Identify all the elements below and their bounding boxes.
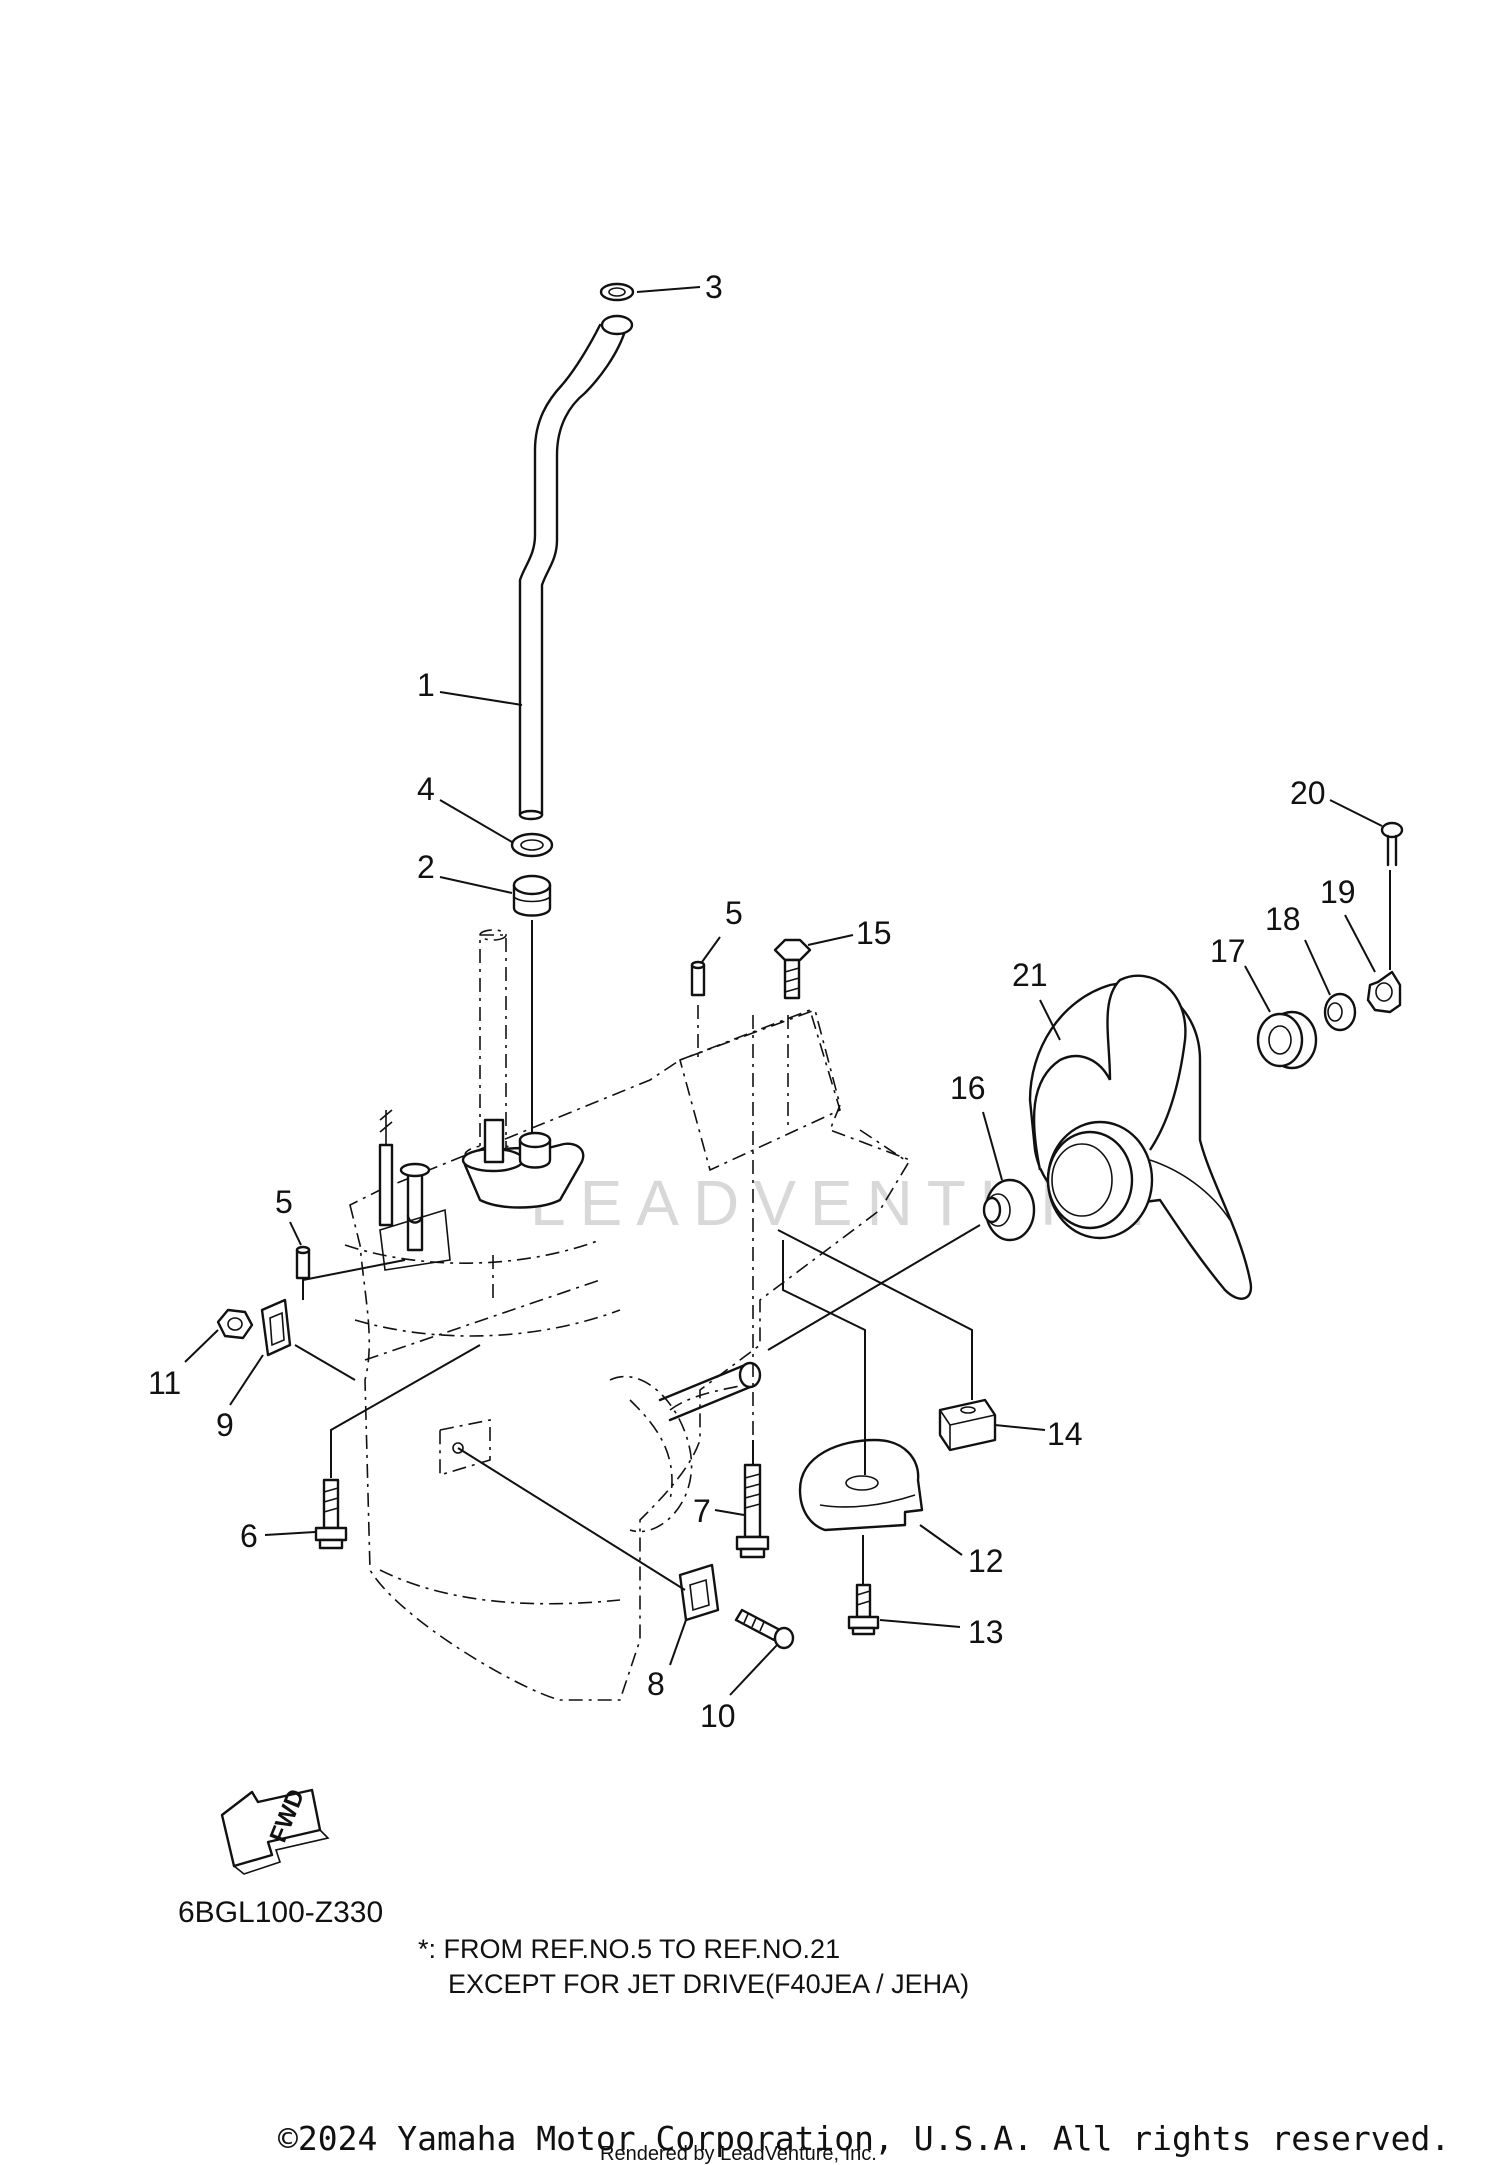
part-21-propeller[interactable] xyxy=(1028,974,1253,1300)
part-5-dowel-pin-upper[interactable] xyxy=(690,960,706,997)
part-1-water-tube[interactable] xyxy=(518,314,634,821)
callout-17: 17 xyxy=(1210,933,1246,969)
reference-lines xyxy=(294,870,1391,1591)
rendered-by: Rendered by LeadVenture, Inc. xyxy=(600,2143,877,2165)
part-11-nut[interactable] xyxy=(216,1308,254,1340)
callout-15: 15 xyxy=(856,915,892,951)
part-6-bolt[interactable] xyxy=(314,1478,348,1550)
callout-5-left: 5 xyxy=(275,1184,293,1220)
part-15-bolt[interactable] xyxy=(773,938,812,1000)
callout-1: 1 xyxy=(417,667,435,703)
note-line-2: EXCEPT FOR JET DRIVE(F40JEA / JEHA) xyxy=(448,1969,969,1999)
part-10-bolt[interactable] xyxy=(734,1608,795,1650)
part-4-seal[interactable] xyxy=(510,832,554,858)
watermark: LEADVENTURE xyxy=(530,1167,1157,1239)
part-20-cotter-pin[interactable] xyxy=(1380,821,1404,867)
callout-7: 7 xyxy=(693,1493,711,1529)
copyright-notice: ©2024 Yamaha Motor Corporation, U.S.A. A… xyxy=(278,2119,1450,2158)
lower-casing xyxy=(344,929,912,1701)
callout-6: 6 xyxy=(240,1518,258,1554)
callout-12: 12 xyxy=(968,1543,1004,1579)
part-13-bolt[interactable] xyxy=(847,1583,880,1636)
callout-labels: 3 1 4 2 5 5 6 7 8 9 10 11 12 13 14 15 16… xyxy=(148,269,1356,1734)
fwd-arrow-icon: FWD xyxy=(220,1785,330,1875)
callout-3: 3 xyxy=(705,269,723,305)
leader-lines xyxy=(184,286,1383,1696)
note-line-1: *: FROM REF.NO.5 TO REF.NO.21 xyxy=(418,1934,840,1964)
callout-9: 9 xyxy=(216,1407,234,1443)
part-8-grommet[interactable] xyxy=(678,1563,720,1622)
part-9-grommet[interactable] xyxy=(260,1298,292,1357)
callout-8: 8 xyxy=(647,1666,665,1702)
part-3-washer[interactable] xyxy=(599,282,635,302)
part-5-dowel-pin-left[interactable] xyxy=(295,1245,311,1280)
part-18-washer[interactable] xyxy=(1323,992,1357,1032)
callout-18: 18 xyxy=(1265,901,1301,937)
callout-13: 13 xyxy=(968,1614,1004,1650)
callout-5-upper: 5 xyxy=(725,895,743,931)
part-2-grommet[interactable] xyxy=(512,874,552,917)
part-17-spacer[interactable] xyxy=(1256,1010,1318,1070)
callout-2: 2 xyxy=(417,849,435,885)
water-pump-assembly xyxy=(378,1109,585,1271)
callout-21: 21 xyxy=(1012,957,1048,993)
callout-11: 11 xyxy=(148,1365,181,1401)
callout-14: 14 xyxy=(1047,1416,1083,1452)
callout-10: 10 xyxy=(700,1698,736,1734)
part-7-bolt[interactable] xyxy=(735,1463,770,1559)
part-14-anode[interactable] xyxy=(938,1398,997,1452)
callout-4: 4 xyxy=(417,771,435,807)
part-12-trim-tab[interactable] xyxy=(798,1438,924,1532)
part-16-thrust-washer[interactable] xyxy=(982,1178,1036,1242)
callout-20: 20 xyxy=(1290,775,1326,811)
part-19-castle-nut[interactable] xyxy=(1366,970,1402,1014)
callout-16: 16 xyxy=(950,1070,986,1106)
callout-19: 19 xyxy=(1320,874,1356,910)
figure-code: 6BGL100-Z330 xyxy=(178,1896,383,1929)
